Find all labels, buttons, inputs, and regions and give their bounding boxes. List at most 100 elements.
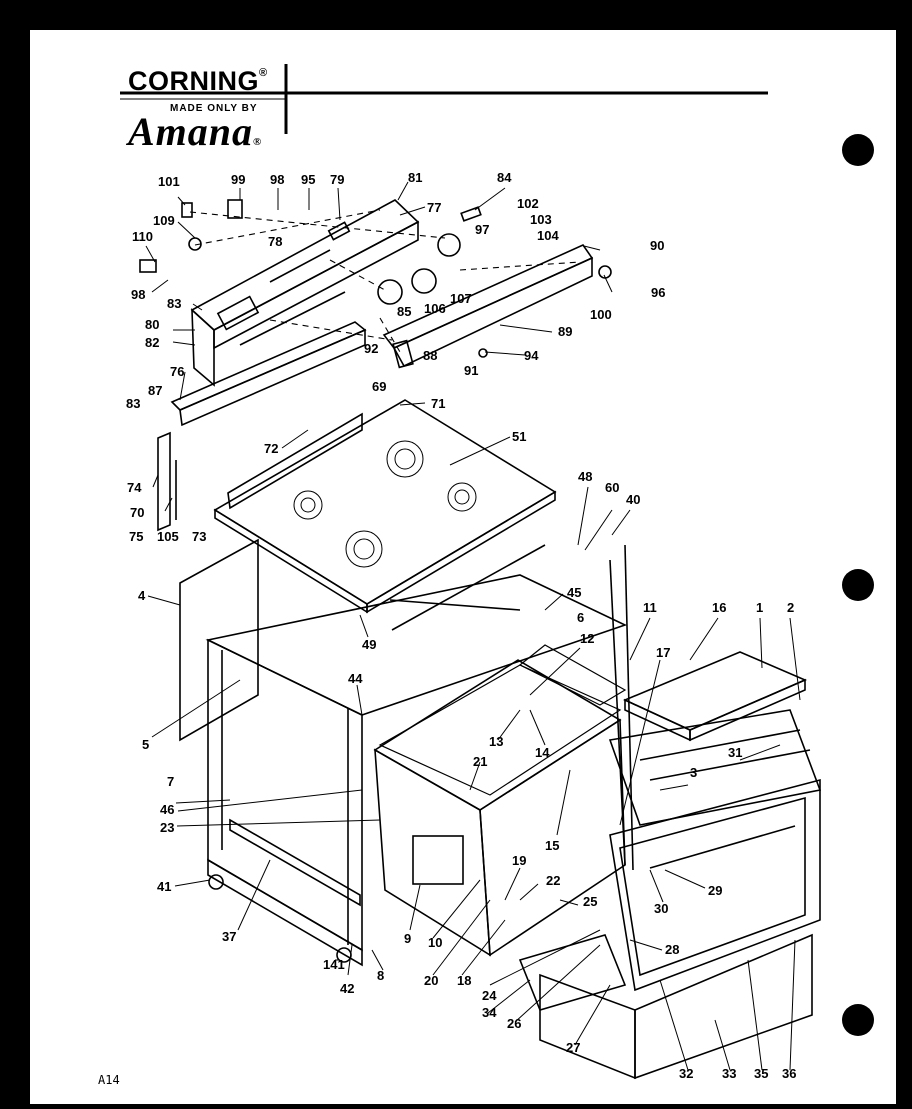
part-callout: 98 [270, 172, 284, 187]
part-callout: 13 [489, 734, 503, 749]
part-callout: 105 [157, 529, 179, 544]
registered-mark: ® [259, 67, 268, 79]
knob-icon [411, 268, 437, 294]
part-callout: 40 [626, 492, 640, 507]
part-callout: 99 [231, 172, 245, 187]
maker-name: Amana [128, 109, 254, 154]
part-callout: 92 [364, 341, 378, 356]
part-callout: 30 [654, 901, 668, 916]
part-callout: 46 [160, 802, 174, 817]
part-callout: 22 [546, 873, 560, 888]
part-callout: 94 [524, 348, 539, 363]
brand-name: CORNING [128, 66, 259, 96]
part-callout: 2 [787, 600, 794, 615]
registered-mark: ® [253, 136, 263, 148]
part-callouts: 101 99 98 95 79 81 84 77 102 103 104 97 … [126, 170, 796, 1081]
part-callout: 51 [512, 429, 526, 444]
part-callout: 96 [651, 285, 665, 300]
part-callout: 29 [708, 883, 722, 898]
insulation [378, 644, 627, 796]
control-panel [190, 199, 420, 387]
part-callout: 3 [690, 765, 697, 780]
part-callout: 72 [264, 441, 278, 456]
part-callout: 42 [340, 981, 354, 996]
part-callout: 83 [167, 296, 181, 311]
part-callout: 19 [512, 853, 526, 868]
part-callout: 26 [507, 1016, 521, 1031]
part-callout: 5 [142, 737, 149, 752]
part-callout: 78 [268, 234, 282, 249]
part-callout: 87 [148, 383, 162, 398]
part-callout: 41 [157, 879, 171, 894]
explode-lines [189, 209, 581, 353]
part-callout: 81 [408, 170, 422, 185]
part-callout: 32 [679, 1066, 693, 1081]
part-callout: 27 [566, 1040, 580, 1055]
knob-icon [437, 233, 461, 257]
brand-logo: CORNING® [128, 68, 268, 95]
binder-hole-icon [842, 1004, 874, 1036]
part-callout: 10 [428, 935, 442, 950]
part-callout: 79 [330, 172, 344, 187]
part-callout: 31 [728, 745, 742, 760]
part-callout: 74 [127, 480, 142, 495]
part-callout: 14 [535, 745, 550, 760]
part-callout: 69 [372, 379, 386, 394]
knob-icon [377, 279, 403, 305]
griddle-pan [623, 651, 808, 742]
cooktop [213, 399, 557, 614]
brand-tagline: MADE ONLY BY [170, 103, 258, 114]
part-callout: 37 [222, 929, 236, 944]
part-callout: 97 [475, 222, 489, 237]
part-callout: 84 [497, 170, 512, 185]
part-callout: 103 [530, 212, 552, 227]
oven-rack [608, 709, 822, 826]
part-callout: 15 [545, 838, 559, 853]
binder-hole-icon [842, 569, 874, 601]
page-code: A14 [98, 1073, 120, 1087]
part-callout: 70 [130, 505, 144, 520]
part-callout: 16 [712, 600, 726, 615]
part-callout: 90 [650, 238, 664, 253]
side-trim [382, 243, 594, 368]
part-callout: 80 [145, 317, 159, 332]
part-callout: 45 [567, 585, 581, 600]
part-callout: 20 [424, 973, 438, 988]
oven-cavity [373, 659, 626, 957]
part-callout: 104 [537, 228, 559, 243]
header-rules [120, 64, 768, 134]
part-callout: 8 [377, 968, 384, 983]
part-callout: 89 [558, 324, 572, 339]
part-callout: 33 [722, 1066, 736, 1081]
part-callout: 109 [153, 213, 175, 228]
part-callout: 100 [590, 307, 612, 322]
part-callout: 9 [404, 931, 411, 946]
part-callout: 107 [450, 291, 472, 306]
part-callout: 18 [457, 973, 471, 988]
front-trim [170, 321, 367, 427]
part-callout: 60 [605, 480, 619, 495]
leader-lines [145, 181, 801, 1071]
part-callout: 141 [323, 957, 345, 972]
paper-page [30, 30, 896, 1104]
part-callout: 4 [138, 588, 146, 603]
storage-drawer [518, 933, 813, 1080]
drawing-lines [139, 181, 822, 1080]
part-callout: 82 [145, 335, 159, 350]
part-callout: 25 [583, 894, 597, 909]
part-callout: 7 [167, 774, 174, 789]
part-callout: 17 [656, 645, 670, 660]
oven-door [609, 778, 821, 992]
part-callout: 91 [464, 363, 478, 378]
part-callout: 11 [643, 600, 657, 615]
part-callout: 88 [423, 348, 437, 363]
part-callout: 35 [754, 1066, 768, 1081]
part-callout: 85 [397, 304, 411, 319]
maker-logo: Amana® [128, 112, 262, 152]
part-callout: 48 [578, 469, 592, 484]
part-callout: 34 [482, 1005, 497, 1020]
range-cabinet [179, 538, 634, 967]
part-callout: 71 [431, 396, 445, 411]
